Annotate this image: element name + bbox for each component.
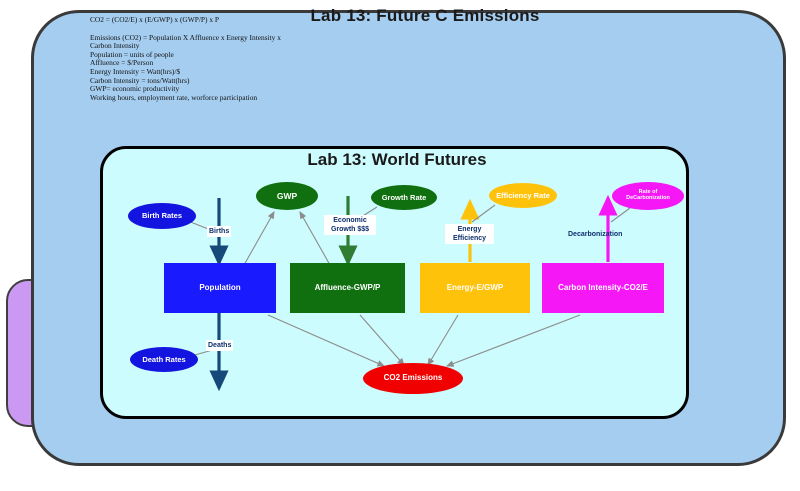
edge-carbonintensity-to-co2 [445,314,581,367]
edge-label-economic-growth: Economic Growth $$$ [324,215,376,235]
node-label: Rate of DeCarbonization [626,189,670,201]
edge-population-to-gwp [243,211,275,266]
node-death-rates[interactable]: Death Rates [130,347,198,372]
edge-efficiencyrate-to-energyefficiency [471,204,496,223]
notes-line-7: Working hours, employment rate, worforce… [90,92,258,102]
edge-population-to-co2 [267,314,386,367]
edge-energy-to-co2 [427,314,459,366]
inner-panel-title: Lab 13: World Futures [307,150,487,169]
node-label: GWP [276,190,298,201]
node-label: CO2 Emissions [383,373,443,383]
node-affluence[interactable]: Affluence-GWP/P [290,263,405,313]
node-growth-rate[interactable]: Growth Rate [371,185,437,210]
edge-label-text: Births [209,228,230,235]
node-population[interactable]: Population [164,263,276,313]
edge-label-text-line1: Energy [457,226,482,233]
edge-label-text: Deaths [208,342,232,349]
edge-label-text-line2: Efficiency [452,235,487,242]
notes-line-2: Population = units of people [90,49,174,59]
node-gwp[interactable]: GWP [256,182,318,210]
node-birth-rates[interactable]: Birth Rates [128,203,196,229]
edge-label-deaths: Deaths [206,340,234,351]
edge-label-text: Decarbonization [568,231,623,238]
edge-ratedecarb-to-decarbonization [610,207,631,223]
node-label: Population [199,282,241,292]
node-label: Death Rates [142,354,186,364]
notes-line-1: Carbon Intensity [90,41,140,51]
edge-label-births: Births [207,226,232,237]
notes-block: CO2 = (CO2/E) x (E/GWP) x (GWP/P) x P Em… [90,15,320,102]
node-energy[interactable]: Energy-E/GWP [420,263,530,313]
page-title: Lab 13: Future C Emissions [310,6,540,25]
node-label: Energy-E/GWP [446,282,504,292]
notes-line-3: Affluence = $/Person [90,58,154,68]
notes-line-6: GWP= economic productivity [90,84,180,94]
node-label: Growth Rate [381,192,427,202]
edge-affluence-to-co2 [359,314,405,366]
node-carbon-intensity[interactable]: Carbon Intensity-CO2/E [542,263,664,313]
node-label: Efficiency Rate [496,190,550,200]
node-co2-emissions[interactable]: CO2 Emissions [363,363,463,394]
node-label: Birth Rates [141,211,182,221]
edge-label-decarbonization: Decarbonization [566,229,624,240]
edge-label-energy-efficiency: Energy Efficiency [445,224,494,244]
node-rate-of-decarbonization[interactable]: Rate of DeCarbonization [612,182,684,210]
node-efficiency-rate[interactable]: Efficiency Rate [489,183,557,208]
edge-label-text-line2: Growth $$$ [330,226,370,233]
notes-line-0: Emissions (CO2) = Population X Affluence… [90,32,281,42]
node-label: Affluence-GWP/P [314,282,381,292]
notes-line-5: Carbon Intensity = tons/Watt(hrs) [90,75,190,85]
node-label: Carbon Intensity-CO2/E [558,282,648,292]
edge-label-text-line1: Economic [333,217,367,224]
notes-line-4: Energy Intensity = Watt(hrs)/$ [90,66,181,76]
edge-affluence-to-gwp [299,211,331,266]
notes-equation: CO2 = (CO2/E) x (E/GWP) x (GWP/P) x P [90,15,219,24]
